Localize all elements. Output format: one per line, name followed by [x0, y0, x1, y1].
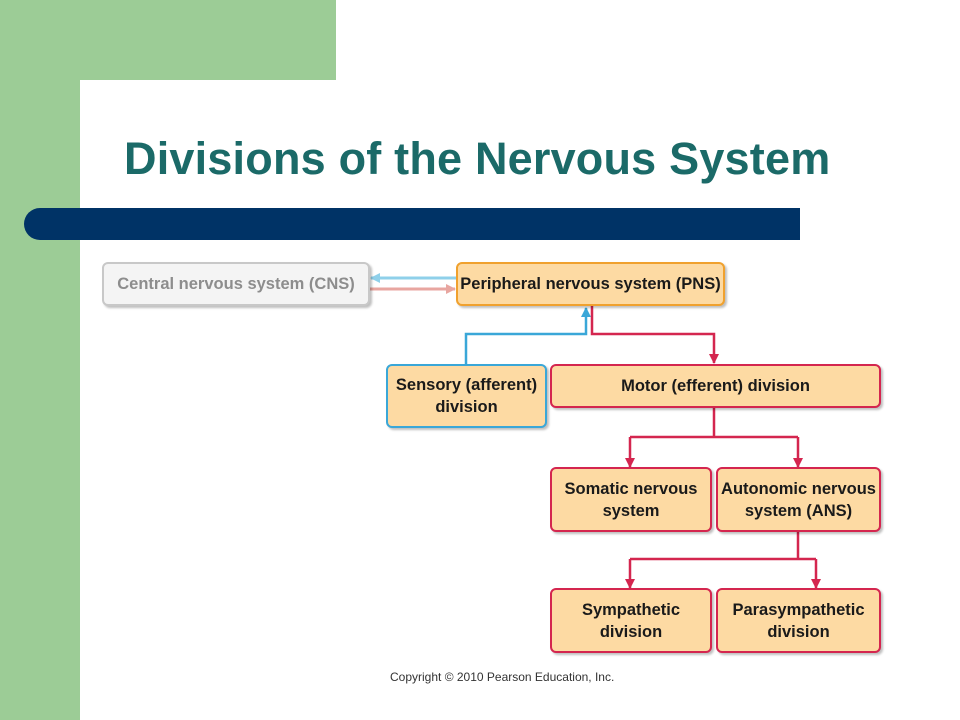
title-underline-bar	[24, 208, 800, 240]
sympathetic-division-box: Sympathetic division	[550, 588, 712, 653]
autonomic-nervous-system-box: Autonomic nervous system (ANS)	[716, 467, 881, 532]
arrow-sensory-to-pns	[464, 307, 591, 364]
sensory-division-box: Sensory (afferent) division	[386, 364, 547, 428]
green-top-panel	[0, 0, 336, 80]
somatic-nervous-system-box: Somatic nervous system	[550, 467, 712, 532]
copyright-notice: Copyright © 2010 Pearson Education, Inc.	[390, 670, 615, 684]
arrow-pns-to-motor	[590, 306, 719, 364]
green-side-panel	[0, 0, 80, 720]
motor-division-box: Motor (efferent) division	[550, 364, 881, 408]
pns-box: Peripheral nervous system (PNS)	[456, 262, 725, 306]
slide-title: Divisions of the Nervous System	[124, 133, 831, 184]
parasympathetic-division-box: Parasympathetic division	[716, 588, 881, 653]
cns-box: Central nervous system (CNS)	[102, 262, 370, 306]
